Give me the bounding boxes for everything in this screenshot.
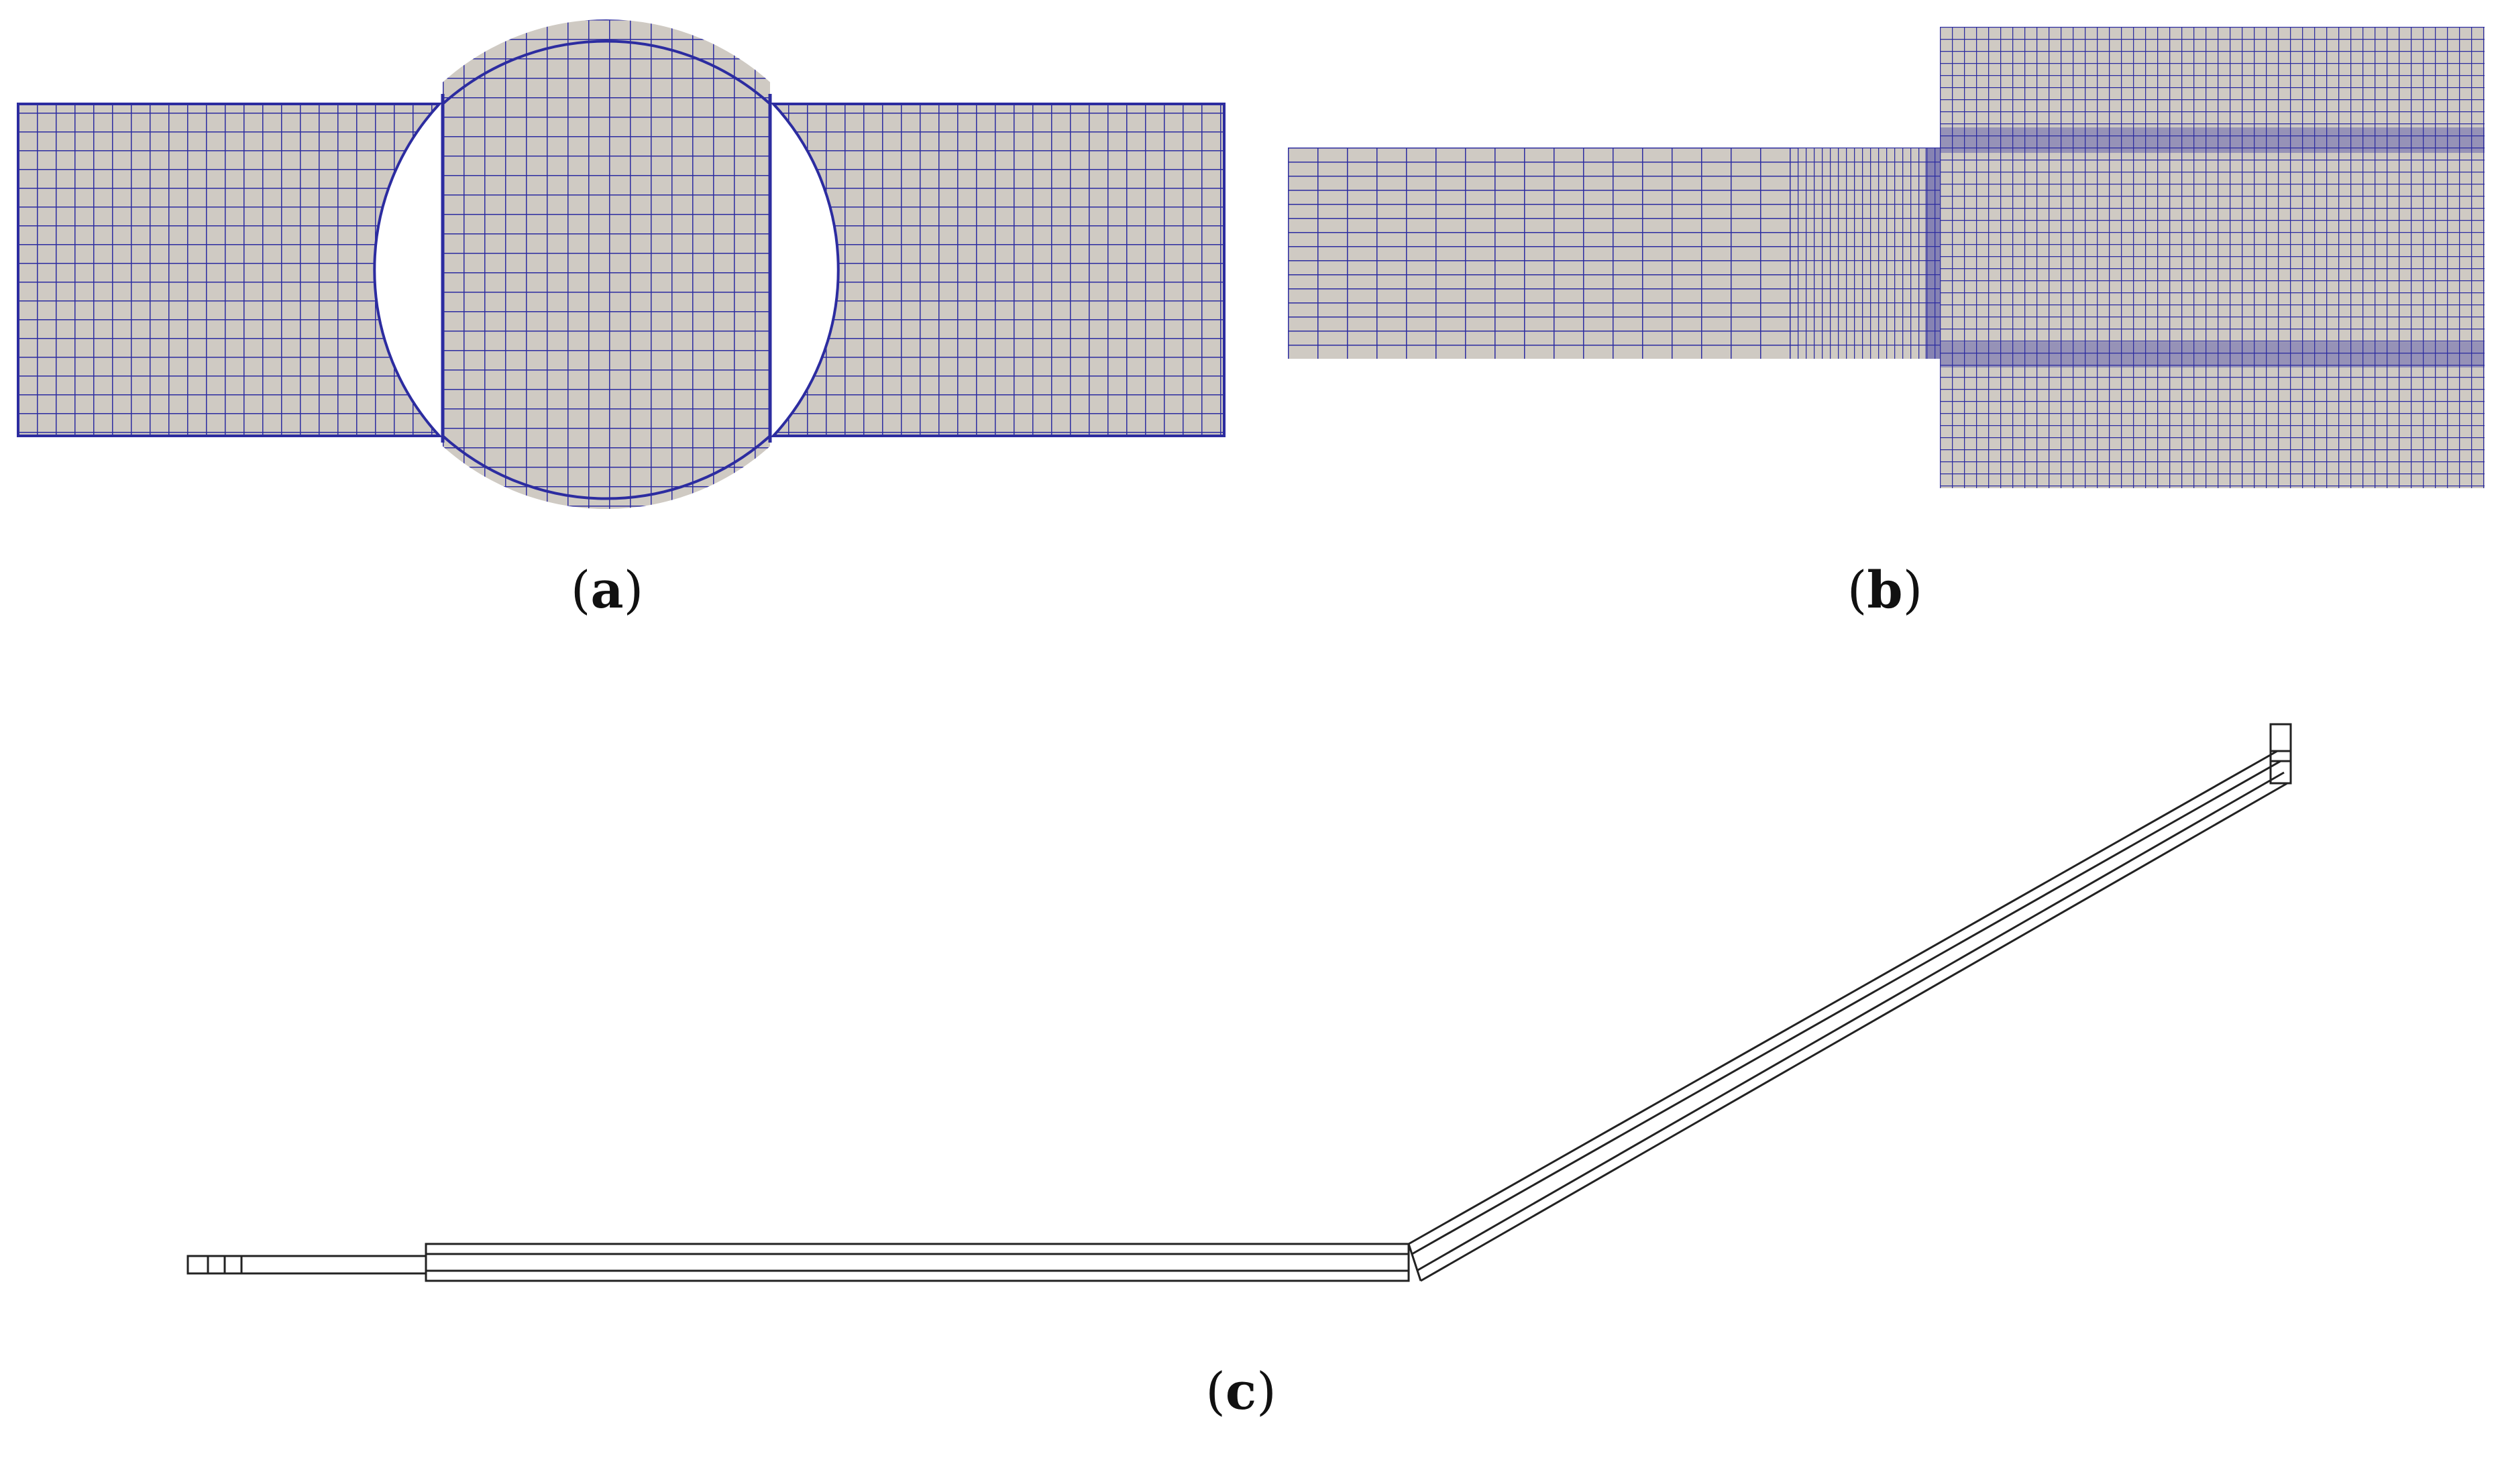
panel-c-outline (186, 723, 2292, 1282)
panel-b-inlet-block (1288, 148, 1798, 359)
panel-a-circle-block (443, 19, 770, 509)
panel-a-right-block (770, 103, 1226, 437)
caption-b-close: ) (1902, 560, 1923, 620)
caption-c-open: ( (1205, 1361, 1226, 1421)
caption-a-letter: a (590, 560, 624, 620)
panel-a-left-block (17, 103, 443, 437)
caption-panel-a: (a) (571, 560, 644, 620)
caption-b-letter: b (1867, 560, 1903, 620)
panel-b-wide-block (1940, 27, 2485, 488)
caption-b-open: ( (1847, 560, 1867, 620)
caption-panel-b: (b) (1847, 560, 1922, 620)
caption-panel-c: (c) (1205, 1361, 1276, 1421)
panel-a-mesh (17, 19, 1226, 509)
panel-b-mesh (1288, 27, 2485, 488)
panel-c-inlet-segment (186, 1255, 427, 1275)
caption-a-close: ) (623, 560, 644, 620)
panel-c-horizontal-channel (425, 1243, 1410, 1282)
panel-c-inclined-channel (1407, 750, 2288, 1282)
caption-c-close: ) (1256, 1361, 1276, 1421)
caption-a-open: ( (570, 560, 591, 620)
panel-b-transition-block (1798, 148, 1940, 359)
panel-c-outlet-segment (2269, 723, 2292, 785)
caption-c-letter: c (1225, 1361, 1257, 1421)
